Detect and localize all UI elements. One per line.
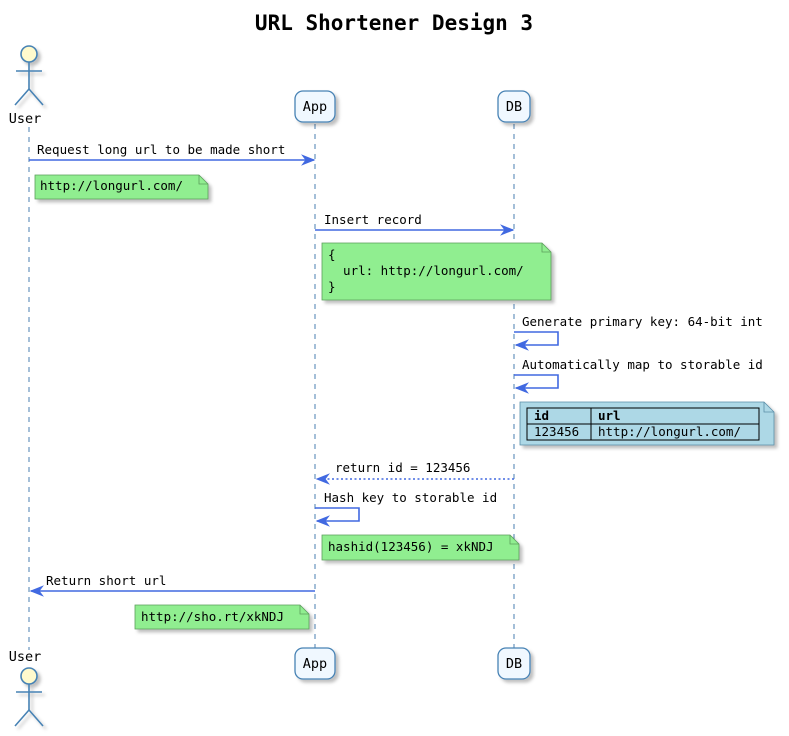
actor-user-bottom-label: User [9,649,42,665]
table-header-url: url [598,408,621,423]
table-cell-url: http://longurl.com/ [598,424,741,439]
participant-db-top: DB [497,90,531,123]
table-header-id: id [534,408,549,423]
note-record-line-2: url: http://longurl.com/ [328,263,524,278]
note-hashid-text: hashid(123456) = xkNDJ [328,539,494,554]
note-record [321,242,552,301]
participant-db-bottom-label: DB [506,656,522,672]
self-arrow-db-generate [514,331,559,351]
message-request-long-url: Request long url to be made short [37,142,285,157]
id-url-table: id url 123456 http://longurl.com/ [526,407,760,441]
self-arrow-db-map [514,374,559,394]
message-return-id: return id = 123456 [335,460,470,475]
note-short-url [134,604,310,630]
actor-user-top-label: User [9,111,42,127]
diagram-title: URL Shortener Design 3 [255,11,533,35]
note-record-line-1: { [328,247,336,262]
note-record-line-3: } [328,279,336,294]
note-hashid [321,534,520,561]
message-insert-record: Insert record [324,212,422,227]
note-long-url [34,174,209,200]
participant-db-top-label: DB [506,99,522,115]
self-arrow-app-hash [315,507,360,527]
message-return-short-url: Return short url [46,573,166,588]
actor-head [20,667,38,685]
message-hash-key: Hash key to storable id [324,490,497,505]
participant-app-top: App [294,90,336,123]
participant-app-top-label: App [303,99,327,115]
participant-app-bottom-label: App [303,656,327,672]
participant-app-bottom: App [294,647,336,680]
note-long-url-text: http://longurl.com/ [40,178,183,193]
message-map-storable-id: Automatically map to storable id [522,357,763,372]
message-generate-primary-key: Generate primary key: 64-bit int [522,314,763,329]
actor-user-top [14,45,44,106]
note-short-url-text: http://sho.rt/xkNDJ [141,609,284,624]
actor-head [20,45,38,63]
actor-user-bottom [14,667,44,727]
participant-db-bottom: DB [497,647,531,680]
table-cell-id: 123456 [534,424,579,439]
